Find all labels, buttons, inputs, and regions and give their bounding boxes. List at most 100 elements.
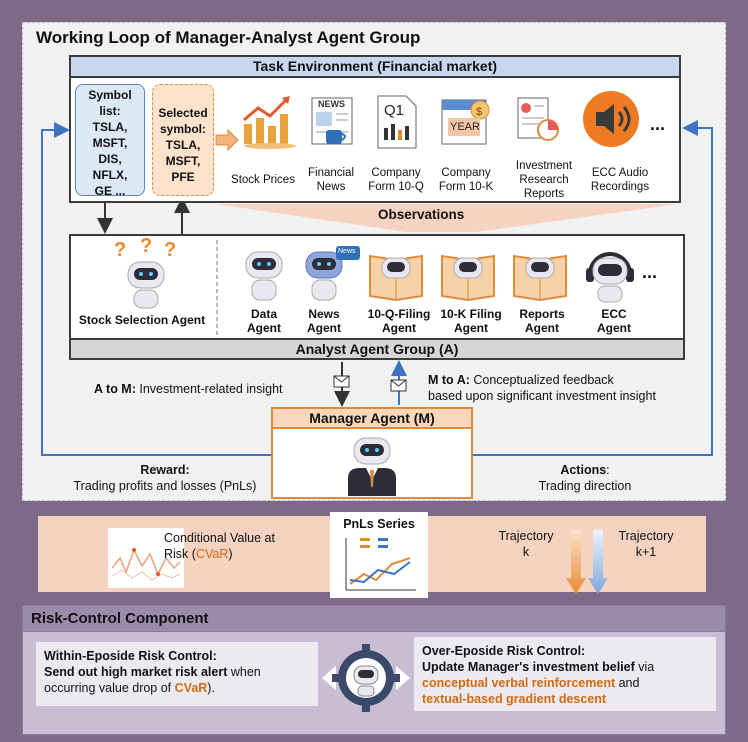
svg-text:?: ? <box>140 236 152 257</box>
envelope-icon <box>390 379 407 392</box>
envelope-icon <box>333 375 350 388</box>
over-l3-rest: and <box>615 676 640 690</box>
selected-symbol-line: MSFT, <box>165 154 201 168</box>
news-icon-text: NEWS <box>318 99 345 109</box>
selected-symbol-line: PFE <box>171 170 195 184</box>
ecc-agent-label: ECC Agent <box>597 307 631 335</box>
trajectory-k-line1: Trajectory <box>498 529 554 543</box>
pnl-series-chart <box>345 538 416 591</box>
reward-title: Reward: <box>140 463 190 477</box>
m-to-a-text: Conceptualized feedback <box>469 373 614 387</box>
manager-agent-header: Manager Agent (M) <box>271 407 473 429</box>
form-10k-label: Company Form 10-K <box>438 167 494 193</box>
trajectory-k1-line2: k+1 <box>635 545 657 559</box>
news-badge-text: News <box>338 248 356 255</box>
symbol-list-line: DIS, <box>98 152 122 166</box>
analyst-group-footer: Analyst Agent Group (A) <box>69 338 685 360</box>
cvar-line2-post: ) <box>228 547 233 561</box>
pnl-series-title: PnLs Series <box>343 517 415 531</box>
manager-robot-icon <box>348 437 396 496</box>
cvar-line1: Conditional Value at <box>164 531 275 545</box>
form-10k-icon: $ YEAR <box>440 96 492 150</box>
trajectory-k-line2: k <box>522 545 530 559</box>
selected-symbol-line: Selected <box>158 106 208 120</box>
symbol-list-line: NFLX, <box>92 168 128 182</box>
symbol-list-line: MSFT, <box>92 136 128 150</box>
actions-title: Actions <box>560 463 607 477</box>
financial-news-icon: NEWS <box>310 96 358 152</box>
risk-control-gear-icon <box>322 644 410 712</box>
10k-agent-label: 10-K Filing Agent <box>440 307 502 335</box>
audio-speaker-icon <box>583 91 639 147</box>
form-10q-icon: Q1 <box>376 94 418 150</box>
diagram-title: Working Loop of Manager-Analyst Agent Gr… <box>36 28 421 47</box>
financial-news-label: Financial News <box>307 167 355 193</box>
svg-text:?: ? <box>164 239 176 261</box>
reward-note: Reward: Trading profits and losses (PnLs… <box>60 462 270 494</box>
ecc-agent-robot-icon <box>586 252 634 303</box>
symbol-list-line: list: <box>99 104 121 118</box>
over-episode-risk-box: Over-Eposide Risk Control: Update Manage… <box>414 637 716 711</box>
trajectory-k1-label: Trajectory k+1 <box>608 528 684 560</box>
within-l3-post: ). <box>207 681 215 695</box>
divider <box>216 240 218 336</box>
10k-agent-robot-icon <box>441 254 495 302</box>
cvar-label: Conditional Value at Risk (CVaR) <box>164 530 275 562</box>
news-agent-robot-icon <box>305 246 360 301</box>
over-l3-orange: conceptual verbal reinforcement <box>422 676 616 690</box>
over-title: Over-Eposide Risk Control: <box>422 644 586 658</box>
reward-text: Trading profits and losses (PnLs) <box>73 479 257 493</box>
trajectory-k1-line1: Trajectory <box>618 529 674 543</box>
a-to-m-text: Investment-related insight <box>135 382 283 396</box>
reports-agent-label: Reports Agent <box>519 307 565 335</box>
over-l4-orange: textual-based gradient descent <box>422 692 607 706</box>
a-to-m-bold: A to M: <box>94 382 136 396</box>
form-10q-label: Company Form 10-Q <box>368 167 424 193</box>
symbol-list-box: Symbol list: TSLA, MSFT, DIS, NFLX, GE .… <box>75 84 145 198</box>
stock-prices-label: Stock Prices <box>231 174 295 186</box>
symbol-list-line: TSLA, <box>92 120 128 134</box>
selected-symbol-line: TSLA, <box>165 138 201 152</box>
observations-label: Observations <box>378 207 465 222</box>
m-to-a-bold: M to A: <box>428 373 470 387</box>
data-agent-label: Data Agent <box>247 307 281 335</box>
stock-selection-robot-icon: ? ? ? <box>114 236 176 309</box>
stock-prices-icon <box>243 96 296 149</box>
q1-icon-text: Q1 <box>384 102 405 119</box>
risk-control-header: Risk-Control Component <box>22 605 726 632</box>
over-l2-bold: Update Manager's investment belief <box>422 660 635 674</box>
within-l2-rest: when <box>227 665 261 679</box>
selected-symbol-box: Selected symbol: TSLA, MSFT, PFE <box>152 84 214 196</box>
cvar-chart-thumbnail <box>108 528 184 588</box>
task-environment-header: Task Environment (Financial market) <box>69 55 681 78</box>
ecc-audio-label: ECC Audio Recordings <box>590 167 650 193</box>
news-agent-label: News Agent <box>307 307 341 335</box>
selected-symbol-line: symbol: <box>159 122 206 136</box>
trajectory-k-label: Trajectory k <box>490 528 562 560</box>
actions-arrow <box>473 120 713 456</box>
trajectory-k1-arrow <box>588 530 608 594</box>
more-agents-ellipsis: ... <box>642 262 658 282</box>
more-sources-ellipsis: ... <box>650 114 666 134</box>
actions-colon: : <box>606 463 610 477</box>
data-agent-robot-icon <box>245 251 283 301</box>
symbol-list-line: GE ... <box>94 184 126 198</box>
cvar-line2-pre: Risk ( <box>164 547 196 561</box>
within-l3-orange: CVaR <box>174 681 208 695</box>
research-reports-label: Investment Research Reports <box>515 160 573 200</box>
within-l3-pre: occurring value drop of <box>44 681 175 695</box>
svg-text:?: ? <box>114 239 126 261</box>
within-l2-bold: Send out high market risk alert <box>44 665 228 679</box>
within-episode-risk-box: Within-Eposide Risk Control: Send out hi… <box>36 642 318 706</box>
stock-selection-agent-label: Stock Selection Agent <box>78 313 206 327</box>
within-title: Within-Eposide Risk Control: <box>44 649 217 663</box>
trajectory-k-arrow <box>566 530 586 594</box>
m-to-a-line2: based upon significant investment insigh… <box>428 389 656 403</box>
over-l2-rest: via <box>634 660 655 674</box>
symbol-list-line: Symbol <box>88 88 132 102</box>
10q-agent-robot-icon <box>369 254 423 302</box>
reports-agent-robot-icon <box>513 254 567 302</box>
year-icon-text: YEAR <box>450 121 480 133</box>
research-reports-icon <box>517 97 559 141</box>
